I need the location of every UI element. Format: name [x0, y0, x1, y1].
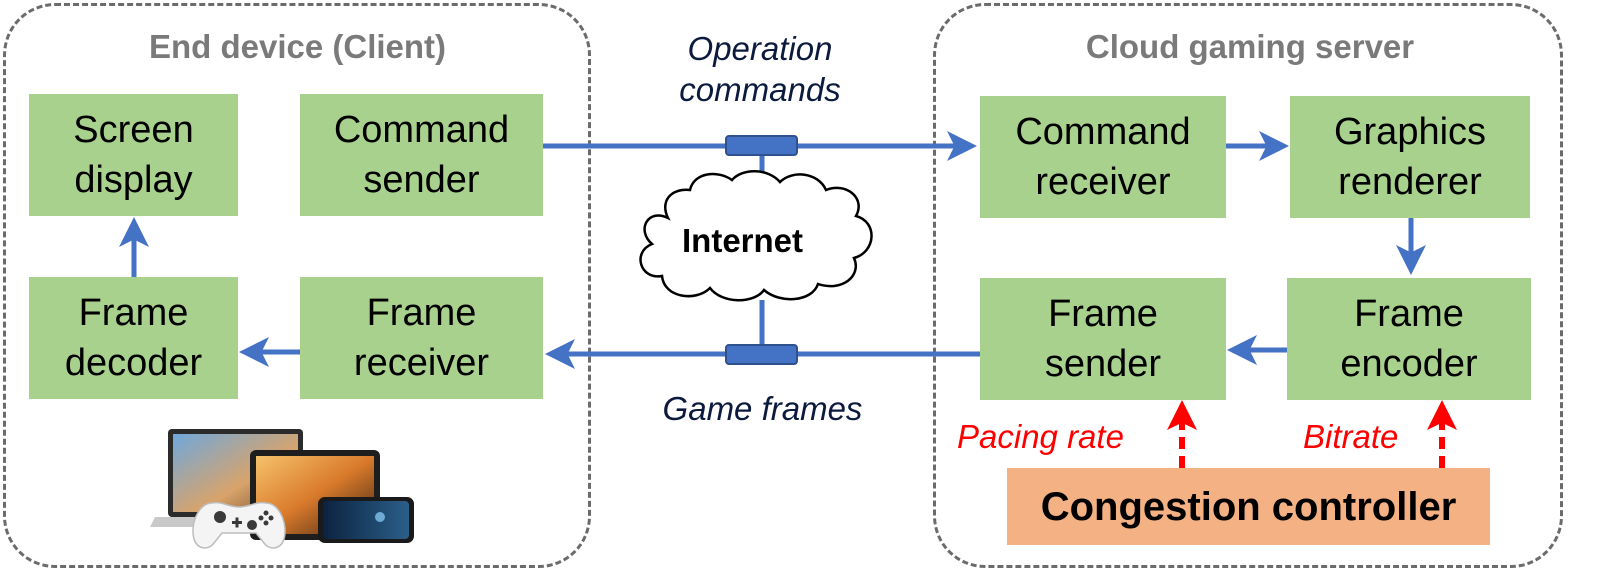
command-sender-box: Command sender	[300, 94, 543, 216]
server-panel	[933, 3, 1563, 568]
devices-illustration	[150, 429, 414, 549]
internet-label: Internet	[682, 222, 804, 259]
graphics-renderer-box: Graphics renderer	[1290, 96, 1530, 218]
screen-display-box: Screen display	[29, 94, 238, 216]
frame-receiver-box: Frame receiver	[300, 277, 543, 399]
frame-encoder-box: Frame encoder	[1287, 278, 1531, 400]
command-receiver-box: Command receiver	[980, 96, 1226, 218]
frame-junction	[725, 344, 798, 365]
frame-decoder-box: Frame decoder	[29, 277, 238, 399]
game-frames-label: Game frames	[662, 390, 863, 427]
bitrate-label: Bitrate	[1303, 418, 1399, 455]
cloud-icon	[639, 170, 873, 302]
client-panel-title: End device (Client)	[148, 28, 447, 65]
pacing-rate-label: Pacing rate	[957, 418, 1124, 455]
server-panel-title: Cloud gaming server	[1085, 28, 1415, 65]
client-panel	[3, 3, 591, 568]
operation-commands-label: Operation commands	[679, 30, 841, 108]
game-controller-icon	[192, 501, 286, 549]
frame-sender-box: Frame sender	[980, 278, 1226, 400]
congestion-controller-box: Congestion controller	[1007, 468, 1490, 545]
command-junction	[725, 135, 798, 156]
